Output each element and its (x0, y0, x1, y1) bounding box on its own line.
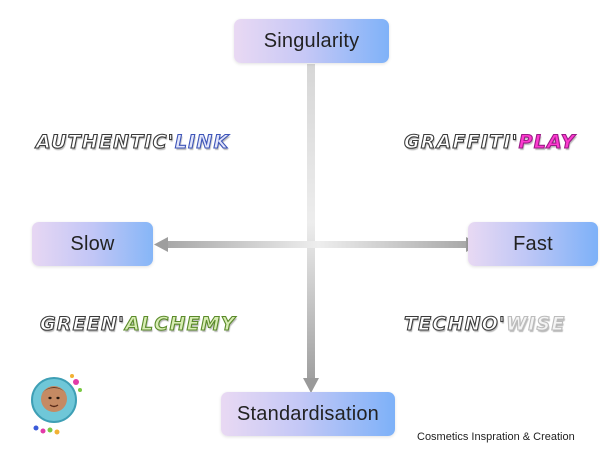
globe-face-logo-icon (31, 374, 82, 435)
arrow-down-icon (303, 378, 319, 393)
quadrant-graffiti-play: GRAFFITI'PLAY (403, 130, 576, 153)
quadrant-title-part1: AUTHENTIC' (35, 130, 175, 153)
vertical-axis (307, 64, 315, 382)
axis-label-slow: Slow (32, 222, 153, 266)
axis-label-standardisation: Standardisation (221, 392, 395, 436)
quadrant-authentic-link: AUTHENTIC'LINK (35, 130, 230, 153)
arrow-left-icon (154, 237, 168, 252)
quadrant-title-part2: LINK (174, 130, 230, 153)
quadrant-title-part2: ALCHEMY (125, 312, 236, 335)
quadrant-techno-wise: TECHNO'WISE (403, 312, 566, 335)
quadrant-title-part2: WISE (506, 312, 566, 335)
horizontal-axis (168, 241, 468, 248)
footer-credit: Cosmetics Inspration & Creation (417, 431, 575, 443)
quadrant-title-part1: GREEN' (39, 312, 126, 335)
quadrant-green-alchemy: GREEN'ALCHEMY (39, 312, 236, 335)
quadrant-title-part1: TECHNO' (403, 312, 507, 335)
axis-label-singularity: Singularity (234, 19, 389, 63)
axis-label-fast: Fast (468, 222, 598, 266)
quadrant-title-part2: PLAY (518, 130, 576, 153)
quadrant-title-part1: GRAFFITI' (403, 130, 519, 153)
